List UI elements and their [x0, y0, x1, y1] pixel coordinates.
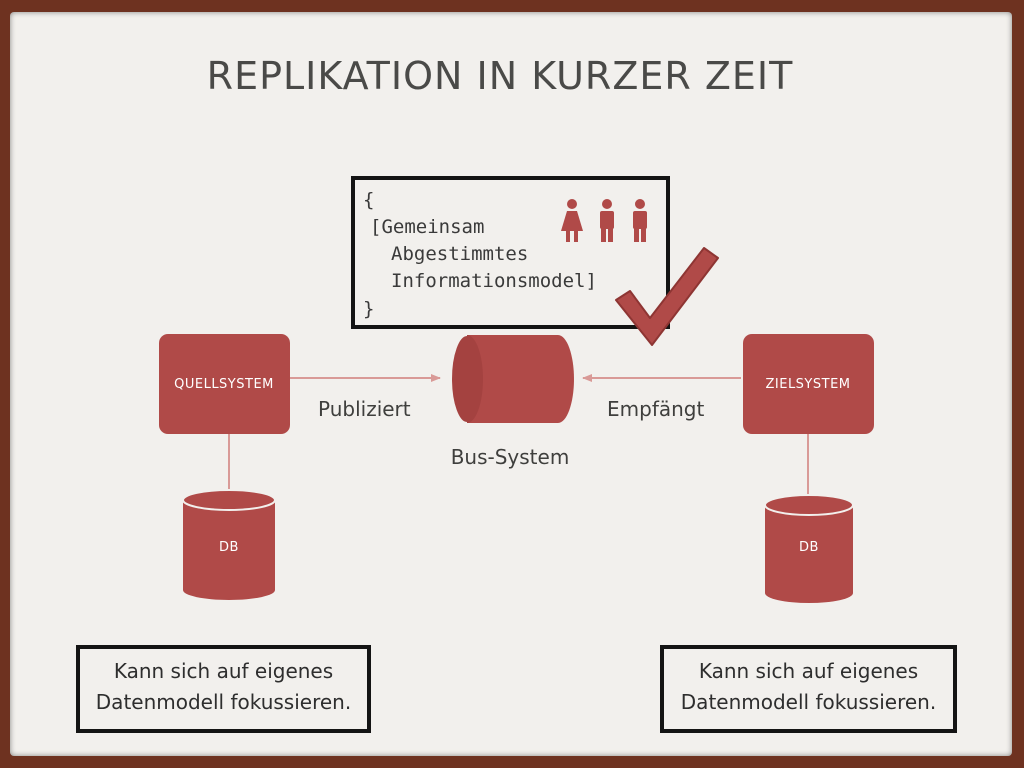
slide-canvas: REPLIKATION IN KURZER ZEIT QUELLSYSTEM Z… — [10, 12, 1012, 756]
bus-system-node — [450, 334, 574, 424]
man-icon — [633, 199, 647, 242]
page-title: REPLIKATION IN KURZER ZEIT — [207, 54, 794, 98]
code-line-3: Informationsmodel] — [391, 270, 597, 292]
code-line-1: [Gemeinsam — [370, 216, 484, 238]
right-note-line-1: Kann sich auf eigenes — [698, 659, 919, 683]
information-model-box: { [Gemeinsam Abgestimmtes Informationsmo… — [351, 176, 670, 329]
woman-icon — [561, 199, 583, 242]
left-note-line-1: Kann sich auf eigenes — [113, 659, 334, 683]
target-db-node: DB — [764, 494, 854, 603]
left-note: Kann sich auf eigenes Datenmodell fokuss… — [76, 645, 371, 733]
bus-system-label: Bus-System — [451, 445, 570, 469]
left-note-line-2: Datenmodell fokussieren. — [95, 690, 352, 714]
code-line-open: { — [363, 189, 374, 211]
code-line-close: } — [363, 298, 374, 320]
source-db-label: DB — [219, 540, 239, 555]
right-note-line-2: Datenmodell fokussieren. — [680, 690, 937, 714]
code-line-2: Abgestimmtes — [391, 243, 528, 265]
source-db-node: DB — [182, 489, 276, 600]
man-icon — [600, 199, 614, 242]
target-db-label: DB — [799, 540, 819, 555]
target-system-label: ZIELSYSTEM — [765, 377, 850, 392]
source-system-label: QUELLSYSTEM — [174, 377, 274, 392]
publish-label: Publiziert — [318, 397, 411, 421]
source-system-node: QUELLSYSTEM — [159, 334, 290, 434]
architecture-diagram: REPLIKATION IN KURZER ZEIT QUELLSYSTEM Z… — [159, 54, 874, 603]
target-system-node: ZIELSYSTEM — [743, 334, 874, 434]
right-note: Kann sich auf eigenes Datenmodell fokuss… — [660, 645, 957, 733]
checkmark-icon — [615, 247, 719, 346]
receive-label: Empfängt — [607, 397, 704, 421]
